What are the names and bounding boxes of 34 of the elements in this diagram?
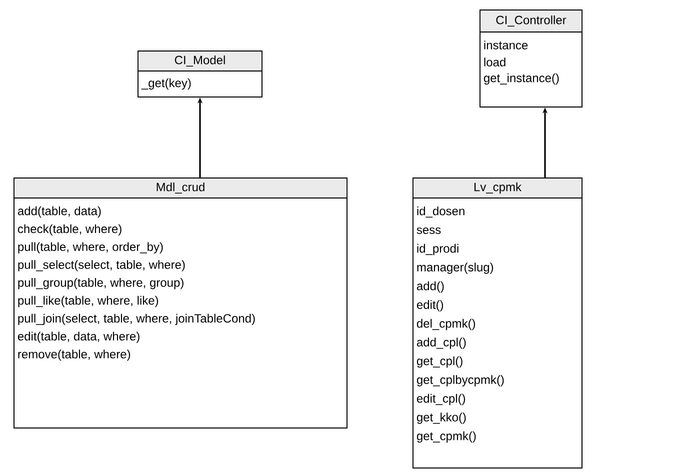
member-text: get_cpmk(): [416, 431, 476, 443]
member-text: pull_join(select, table, where, joinTableCond): [18, 314, 255, 325]
member-text: get_kko(): [416, 412, 466, 424]
member-text: pull_select(select, table, where): [18, 260, 185, 272]
class-name: CI_Controller: [496, 15, 566, 27]
member-text: instance: [484, 40, 528, 50]
class-name: CI_Model: [174, 55, 225, 67]
member-text: remove(table, where): [18, 350, 130, 361]
class-box: [138, 50, 262, 98]
member-text: del_cpmk(): [416, 318, 476, 330]
member-text: add(table, data): [18, 206, 101, 218]
member-text: sess: [416, 227, 441, 234]
member-text: check(table, where): [18, 224, 122, 236]
member-text: _get(key): [141, 78, 191, 90]
member-text: pull(table, where, order_by): [18, 242, 163, 254]
member-text: edit(): [416, 300, 444, 312]
member-text: edit_cpl(): [416, 394, 466, 406]
member-text: get_instance(): [484, 73, 559, 85]
class-name: Lv_cpmk: [474, 182, 522, 194]
class-name: Mdl_crud: [156, 182, 204, 194]
member-text: pull_group(table, where, group): [18, 278, 184, 290]
class-box: [480, 10, 582, 108]
member-text: id_dosen: [417, 206, 464, 218]
class-box: [412, 178, 582, 468]
member-text: get_cplbycpmk(): [416, 375, 504, 386]
member-text: manager(slug): [417, 262, 494, 274]
class-box: [14, 178, 348, 428]
member-text: add_cpl(): [416, 338, 466, 349]
member-text: id_prodi: [417, 244, 458, 256]
member-text: edit(table, data, where): [18, 332, 140, 343]
member-text: add(): [416, 281, 444, 293]
member-text: pull_like(table, where, like): [18, 296, 158, 308]
member-text: load: [484, 58, 506, 66]
member-text: get_cpl(): [416, 356, 462, 368]
